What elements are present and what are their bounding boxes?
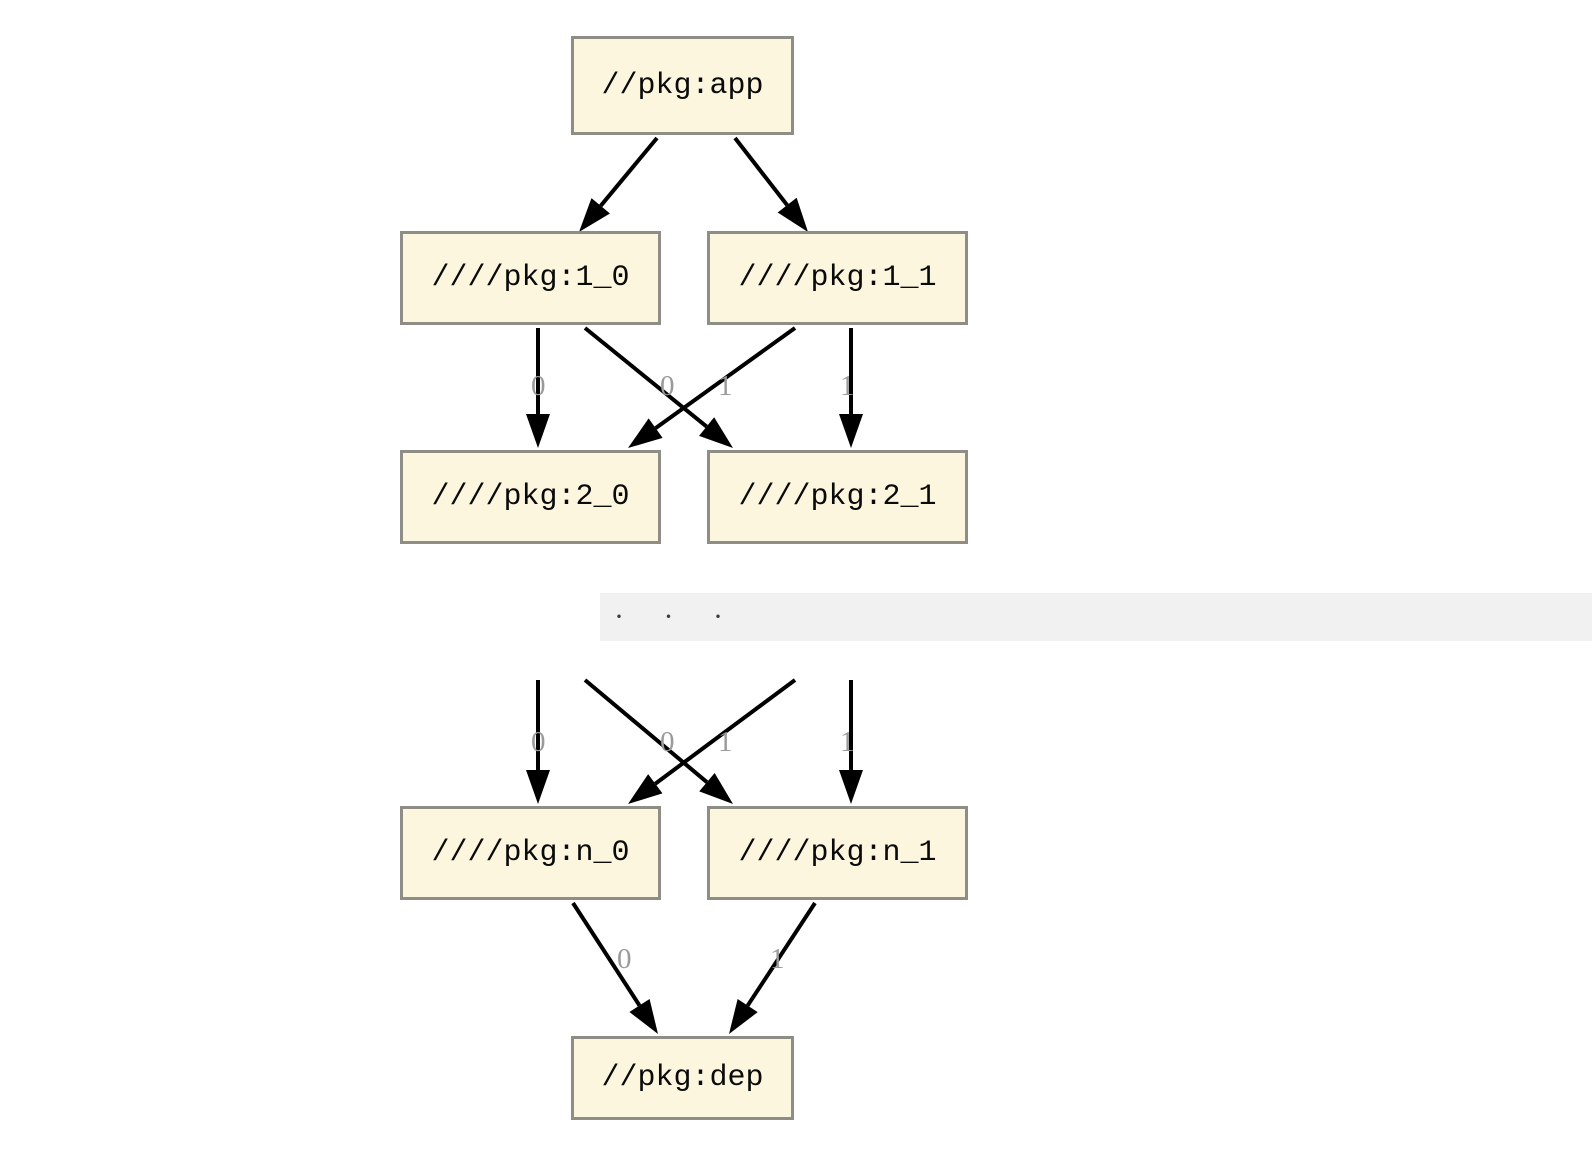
edge-line — [654, 326, 797, 430]
graph-edge-app-to-l1_0[interactable] — [579, 136, 659, 232]
graph-edge-src-to-ln_1[interactable] — [839, 680, 863, 804]
edge-line — [745, 901, 817, 1007]
graph-edge-src-to-ln_0[interactable] — [526, 680, 550, 804]
graph-edge-src-to-ln_0[interactable] — [628, 678, 797, 804]
graph-node-l2_0[interactable]: ////pkg:2_0 — [400, 450, 661, 544]
edges-group — [526, 136, 863, 1034]
edge-label: 0 — [617, 943, 632, 975]
edge-line — [599, 136, 659, 208]
edge-arrowhead-icon — [628, 418, 663, 448]
graph-node-label: ////pkg:n_1 — [738, 836, 937, 870]
graph-node-label: ////pkg:2_0 — [431, 480, 630, 514]
ellipsis-separator-band: · · · — [600, 593, 1592, 641]
graph-edge-l1_1-to-l2_1[interactable] — [839, 328, 863, 448]
edge-arrowhead-icon — [839, 770, 863, 804]
edge-arrowhead-icon — [526, 770, 550, 804]
graph-node-ln_0[interactable]: ////pkg:n_0 — [400, 806, 661, 900]
edge-line — [654, 678, 797, 786]
edge-label: 0 — [531, 726, 546, 758]
edge-line — [583, 678, 709, 784]
graph-node-label: ////pkg:1_1 — [738, 261, 937, 295]
graph-node-label: ////pkg:1_0 — [431, 261, 630, 295]
edge-line — [571, 901, 642, 1007]
edge-line — [733, 136, 789, 207]
edge-label: 1 — [840, 726, 855, 758]
graph-node-label: //pkg:app — [601, 68, 764, 103]
graph-node-l1_1[interactable]: ////pkg:1_1 — [707, 231, 968, 325]
edge-arrowhead-icon — [729, 998, 758, 1034]
edge-arrowhead-icon — [579, 198, 610, 232]
ellipsis-dots: · · · — [614, 600, 739, 633]
graph-edge-ln_1-to-dep[interactable] — [729, 901, 817, 1034]
edge-label: 1 — [770, 943, 785, 975]
edge-label: 0 — [531, 370, 546, 402]
edge-label: 1 — [718, 726, 733, 758]
graph-node-l2_1[interactable]: ////pkg:2_1 — [707, 450, 968, 544]
edge-label: 1 — [718, 370, 733, 402]
edge-label: 0 — [660, 726, 675, 758]
edge-label: 1 — [840, 370, 855, 402]
edge-arrowhead-icon — [777, 197, 808, 232]
graph-node-dep[interactable]: //pkg:dep — [571, 1036, 794, 1120]
edge-arrowhead-icon — [699, 772, 733, 804]
graph-edge-src-to-ln_1[interactable] — [583, 678, 733, 804]
graph-edge-l1_1-to-l2_0[interactable] — [628, 326, 797, 448]
graph-node-ln_1[interactable]: ////pkg:n_1 — [707, 806, 968, 900]
graph-edge-app-to-l1_1[interactable] — [733, 136, 808, 232]
graph-node-label: ////pkg:n_0 — [431, 836, 630, 870]
graph-node-app[interactable]: //pkg:app — [571, 36, 794, 135]
edge-arrowhead-icon — [699, 417, 733, 448]
edge-label: 0 — [660, 370, 675, 402]
graph-node-label: //pkg:dep — [601, 1061, 764, 1095]
edge-arrowhead-icon — [526, 414, 550, 448]
edge-line — [583, 326, 708, 429]
edge-arrowhead-icon — [839, 414, 863, 448]
edge-arrowhead-icon — [628, 774, 663, 804]
graph-edge-l1_0-to-l2_0[interactable] — [526, 328, 550, 448]
graph-node-l1_0[interactable]: ////pkg:1_0 — [400, 231, 661, 325]
graph-edge-l1_0-to-l2_1[interactable] — [583, 326, 733, 448]
graph-node-label: ////pkg:2_1 — [738, 480, 937, 514]
graph-edge-ln_0-to-dep[interactable] — [571, 901, 658, 1034]
edge-arrowhead-icon — [629, 998, 658, 1034]
